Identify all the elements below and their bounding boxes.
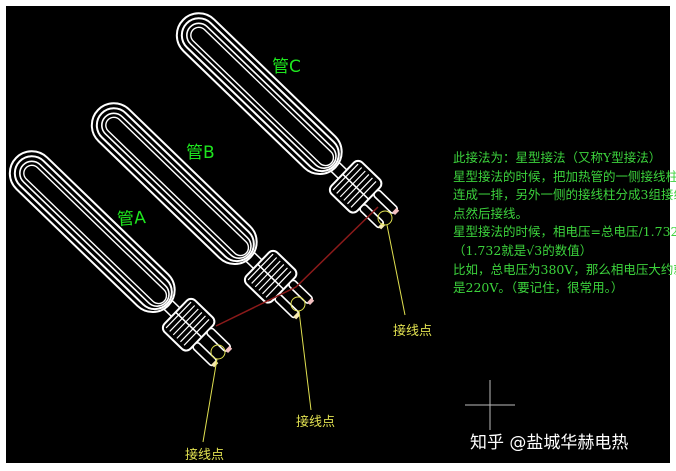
star-connection-wire xyxy=(215,206,379,327)
note-line: （1.732就是√3的数值） xyxy=(453,242,593,258)
note-line: 此接法为：星型接法（又称Y型接法） xyxy=(453,150,662,165)
note-line: 比如，总电压为380V，那么相电压大约就 xyxy=(453,261,676,277)
connection-point-marker-b xyxy=(290,296,306,312)
leader-line-a xyxy=(202,358,218,443)
note-line: 是220V。（要记住，很常用。） xyxy=(453,280,624,296)
tube-label-a: 管A xyxy=(116,208,147,230)
connection-point-label-a: 接线点 xyxy=(185,448,225,463)
connection-point-label-c: 接线点 xyxy=(393,324,433,339)
watermark: 知乎 @盐城华赫电热 xyxy=(470,433,629,453)
cad-drawing-canvas xyxy=(6,6,670,463)
note-line: 星型接法的时候，把加热管的一侧接线柱都 xyxy=(453,168,676,184)
leader-line-c xyxy=(386,224,406,316)
explanation-note: 此接法为：星型接法（又称Y型接法） 星型接法的时候，把加热管的一侧接线柱都 连成… xyxy=(453,149,676,298)
note-line: 连成一排，另外一侧的接线柱分成3组接线 xyxy=(453,187,676,203)
tube-label-b: 管B xyxy=(186,143,215,163)
note-line: 星型接法的时候，相电压=总电压/1.732 xyxy=(453,224,676,240)
connection-point-marker-a xyxy=(210,344,226,360)
heating-tube-a xyxy=(0,141,240,375)
connection-point-marker-c xyxy=(377,210,393,226)
crosshair-cursor-icon xyxy=(465,380,515,430)
leader-line-b xyxy=(298,310,312,411)
note-line: 点然后接线。 xyxy=(453,205,529,221)
connection-point-label-b: 接线点 xyxy=(296,415,336,430)
tube-label-c: 管C xyxy=(272,57,301,77)
